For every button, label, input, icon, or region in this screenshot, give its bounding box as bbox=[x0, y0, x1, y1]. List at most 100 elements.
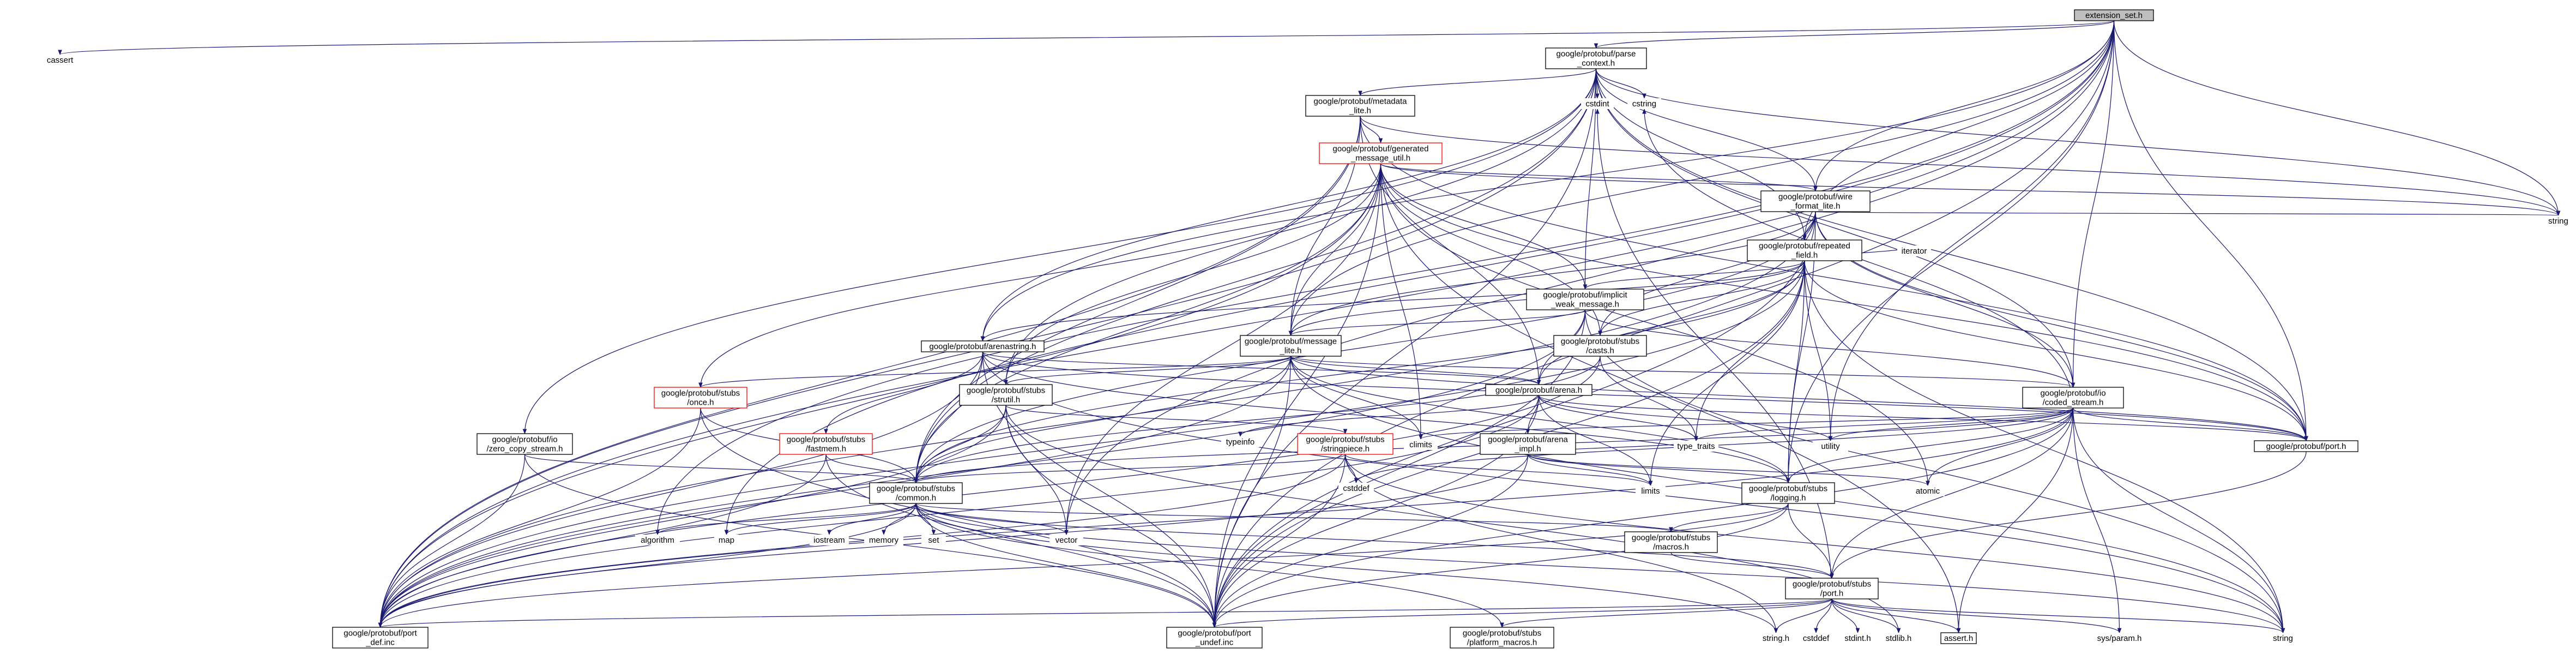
edge-parse-context-to-string-right bbox=[1595, 68, 2561, 216]
edge-extension-set-to-port-h bbox=[2113, 20, 2308, 441]
node-box bbox=[869, 482, 963, 504]
node-label: /stringpiece.h bbox=[1321, 445, 1370, 454]
node-label: google/protobuf/parse bbox=[1557, 50, 1636, 59]
node-label: google/protobuf/implicit bbox=[1543, 291, 1627, 300]
node-label: iostream bbox=[813, 536, 845, 545]
node-port-def[interactable]: google/protobuf/port_def.inc bbox=[332, 627, 429, 649]
node-macros[interactable]: google/protobuf/stubs/macros.h bbox=[1624, 531, 1718, 553]
node-extension-set[interactable]: extension_set.h bbox=[2074, 9, 2154, 21]
node-utility[interactable]: utility bbox=[1813, 441, 1848, 452]
node-message-lite[interactable]: google/protobuf/message_lite.h bbox=[1240, 335, 1342, 357]
node-box bbox=[1319, 142, 1443, 164]
node-stdint-h[interactable]: stdint.h bbox=[1840, 633, 1875, 644]
node-stubs-port[interactable]: google/protobuf/stubs/port.h bbox=[1785, 578, 1879, 599]
node-label: climits bbox=[1409, 440, 1432, 449]
edge-stubs-port-to-port-def bbox=[378, 598, 1832, 628]
node-box bbox=[1911, 485, 1945, 496]
node-iostream[interactable]: iostream bbox=[810, 535, 849, 545]
edge-coded-stream-to-assert-h bbox=[1956, 407, 2074, 633]
edge-stubs-port-to-stdint-h bbox=[1831, 598, 1860, 633]
node-implicit-weak-message[interactable]: google/protobuf/implicit_weak_message.h bbox=[1526, 289, 1644, 310]
node-parse-context[interactable]: google/protobuf/parse_context.h bbox=[1545, 47, 1647, 69]
edge-repeated-field-to-utility bbox=[1804, 260, 1833, 441]
node-box bbox=[1636, 485, 1666, 496]
node-label: limits bbox=[1641, 487, 1660, 496]
edge-common-to-port-undef bbox=[915, 503, 1217, 628]
edge-stringpiece-to-port-def bbox=[378, 454, 1346, 628]
node-port-h[interactable]: google/protobuf/port.h bbox=[2254, 440, 2358, 452]
node-typeinfo[interactable]: typeinfo bbox=[1221, 436, 1259, 447]
node-memory[interactable]: memory bbox=[864, 535, 903, 545]
node-stdlib-h[interactable]: stdlib.h bbox=[1881, 633, 1916, 644]
node-label: type_traits bbox=[1677, 442, 1715, 451]
edge-message-lite-to-coded-stream bbox=[1290, 356, 2075, 388]
node-map[interactable]: map bbox=[714, 535, 739, 545]
node-arena[interactable]: google/protobuf/arena.h bbox=[1485, 384, 1592, 396]
node-limits[interactable]: limits bbox=[1636, 485, 1666, 496]
node-arena-impl[interactable]: google/protobuf/arena_impl.h bbox=[1480, 433, 1576, 455]
node-label: /port.h bbox=[1820, 589, 1844, 598]
node-set[interactable]: set bbox=[921, 535, 946, 545]
node-vector[interactable]: vector bbox=[1049, 535, 1083, 545]
node-common[interactable]: google/protobuf/stubs/common.h bbox=[869, 482, 963, 504]
edge-common-to-macros bbox=[915, 503, 1673, 532]
node-once[interactable]: google/protobuf/stubs/once.h bbox=[654, 387, 747, 409]
edge-stubs-port-to-port-undef bbox=[1212, 598, 1832, 628]
node-climits[interactable]: climits bbox=[1404, 439, 1438, 450]
node-stringpiece[interactable]: google/protobuf/stubs/stringpiece.h bbox=[1297, 433, 1393, 455]
edge-arenastring-to-string bbox=[982, 351, 2285, 633]
node-atomic[interactable]: atomic bbox=[1911, 485, 1945, 496]
node-label: google/protobuf/metadata bbox=[1314, 97, 1408, 106]
node-zero-copy-stream[interactable]: google/protobuf/io/zero_copy_stream.h bbox=[476, 433, 573, 455]
node-label: google/protobuf/stubs bbox=[661, 389, 740, 398]
node-string[interactable]: string bbox=[2268, 633, 2298, 644]
node-platform-macros[interactable]: google/protobuf/stubs/platform_macros.h bbox=[1450, 627, 1554, 649]
node-cstdint[interactable]: cstdint bbox=[1581, 98, 1614, 109]
node-box bbox=[959, 384, 1053, 406]
node-box bbox=[1897, 245, 1931, 256]
edge-metadata-lite-to-port-def bbox=[378, 116, 1361, 628]
node-iterator[interactable]: iterator bbox=[1897, 245, 1931, 256]
edge-stringpiece-to-common bbox=[914, 454, 1346, 483]
node-cstring[interactable]: cstring bbox=[1627, 98, 1661, 109]
edge-extension-set-to-coded-stream bbox=[2071, 20, 2115, 388]
node-wire-format-lite[interactable]: google/protobuf/wire_format_lite.h bbox=[1760, 190, 1871, 212]
edge-repeated-field-to-string bbox=[1804, 260, 2285, 633]
node-casts[interactable]: google/protobuf/stubs/casts.h bbox=[1553, 335, 1647, 357]
node-sys-param[interactable]: sys/param.h bbox=[2094, 633, 2145, 644]
node-box bbox=[1627, 98, 1661, 109]
edge-wire-format-lite-to-common bbox=[914, 211, 1816, 483]
node-algorithm[interactable]: algorithm bbox=[635, 535, 680, 545]
node-cstddef[interactable]: cstddef bbox=[1338, 483, 1374, 494]
node-assert-h[interactable]: assert.h bbox=[1940, 632, 1977, 644]
edge-arenastring-to-port-def bbox=[378, 351, 984, 628]
edge-arenastring-to-arena bbox=[982, 351, 1541, 385]
edge-stubs-port-to-cstddef2 bbox=[1814, 598, 1832, 633]
edge-extension-set-to-map bbox=[724, 20, 2115, 535]
edge-parse-context-to-zero-copy-stream bbox=[522, 68, 1597, 434]
node-box bbox=[1813, 441, 1848, 452]
node-label: google/protobuf/port bbox=[343, 629, 417, 638]
edge-port-h-to-stubs-port bbox=[1830, 451, 2307, 579]
node-arenastring[interactable]: google/protobuf/arenastring.h bbox=[921, 340, 1045, 352]
node-label: _context.h bbox=[1577, 59, 1615, 68]
node-box bbox=[1747, 239, 1862, 261]
node-type-traits[interactable]: type_traits bbox=[1674, 441, 1718, 452]
node-cassert[interactable]: cassert bbox=[41, 55, 79, 65]
node-cstddef2[interactable]: cstddef bbox=[1799, 633, 1833, 644]
node-repeated-field[interactable]: google/protobuf/repeated_field.h bbox=[1747, 239, 1862, 261]
node-label: google/protobuf/stubs bbox=[787, 435, 865, 445]
node-label: cstdint bbox=[1585, 99, 1609, 109]
node-port-undef[interactable]: google/protobuf/port_undef.inc bbox=[1166, 627, 1263, 649]
node-string-right[interactable]: string bbox=[2543, 215, 2573, 226]
node-string-h[interactable]: string.h bbox=[1758, 633, 1794, 644]
edge-parse-context-to-common bbox=[914, 68, 1597, 483]
node-generated-message-util[interactable]: google/protobuf/generated_message_util.h bbox=[1319, 142, 1443, 164]
node-strutil[interactable]: google/protobuf/stubs/strutil.h bbox=[959, 384, 1053, 406]
node-logging[interactable]: google/protobuf/stubs/logging.h bbox=[1741, 482, 1835, 504]
node-fastmem[interactable]: google/protobuf/stubs/fastmem.h bbox=[779, 433, 873, 455]
node-coded-stream[interactable]: google/protobuf/io/coded_stream.h bbox=[2022, 387, 2124, 409]
node-metadata-lite[interactable]: google/protobuf/metadata_lite.h bbox=[1305, 95, 1415, 117]
edge-generated-message-util-to-assert-h bbox=[1380, 163, 1961, 633]
edge-common-to-string-h bbox=[915, 503, 1778, 633]
